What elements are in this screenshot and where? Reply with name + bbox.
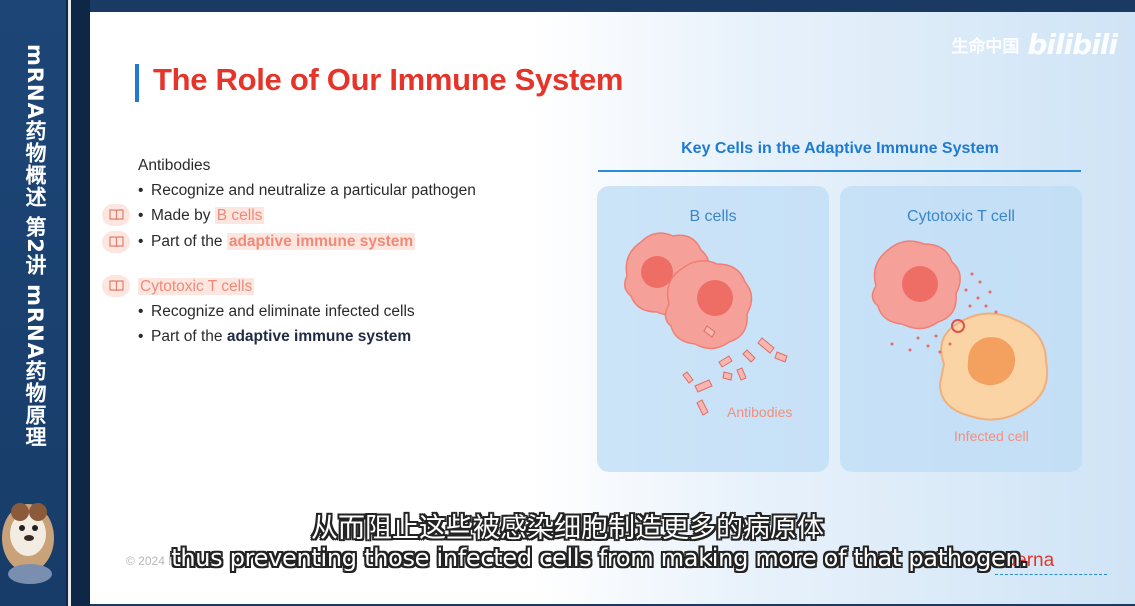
left-banner: mRNA药物概述 第2讲 mRNA药物原理 [0,0,90,606]
t-cell-label: Cytotoxic T cell [907,208,1015,225]
bullet-text: Made by [151,207,215,224]
bilibili-logo: bilibili [1027,28,1118,61]
presentation-slide: The Role of Our Immune System 生命中国 bilib… [90,12,1135,604]
adaptive-immune-highlight: adaptive immune system [226,233,416,250]
list-item: •Part of the adaptive immune system [138,233,416,250]
tcells-heading: Cytotoxic T cells [138,278,255,295]
moderna-logo: oderna [995,550,1055,571]
diagram-divider [598,170,1081,172]
list-item: •Recognize and eliminate infected cells [138,303,415,320]
bullet-text: Part of the [151,328,227,345]
slide-title: The Role of Our Immune System [153,62,624,97]
t-cell-illustration [871,240,1048,421]
channel-name: 生命中国 [951,37,1020,57]
list-item: •Part of the adaptive immune system [138,328,412,345]
note-book-icon[interactable] [102,204,130,226]
brand-underline [995,574,1107,575]
antibodies-label: Antibodies [727,404,793,420]
bullet-text: Part of the [151,233,227,250]
bullet-text: Recognize and neutralize a particular pa… [151,182,476,199]
subtitle-english: thus preventing those infected cells fro… [171,544,1028,572]
t-cell-panel: Cytotoxic T cell Infected cell [840,186,1082,472]
banner-edge [68,0,71,606]
copyright-footer: © 2024 M [126,554,179,568]
b-cells-label: B cells [689,208,737,225]
title-accent-bar [135,64,139,102]
list-item: Cytotoxic T cells [138,277,255,297]
course-title-vertical: mRNA药物概述 第2讲 mRNA药物原理 [23,44,47,448]
subtitle-chinese: 从而阻止这些被感染细胞制造更多的病原体 [311,513,824,544]
mascot-icon [2,503,54,584]
b-cells-illustration [624,232,788,416]
bilibili-watermark: 生命中国 bilibili [951,28,1118,61]
list-item: •Made by B cells [138,207,265,224]
diagram-title: Key Cells in the Adaptive Immune System [681,140,999,157]
note-book-icon[interactable] [102,231,130,253]
list-item: •Recognize and neutralize a particular p… [138,182,476,199]
b-cells-panel: B cells Antibodies [597,186,829,472]
b-cells-highlight: B cells [214,207,265,224]
antibodies-heading: Antibodies [138,157,211,174]
infected-cell-label: Infected cell [954,428,1029,444]
adaptive-immune-bold: adaptive immune system [226,328,412,345]
bullet-text: Recognize and eliminate infected cells [151,303,415,320]
note-book-icon[interactable] [102,275,130,297]
